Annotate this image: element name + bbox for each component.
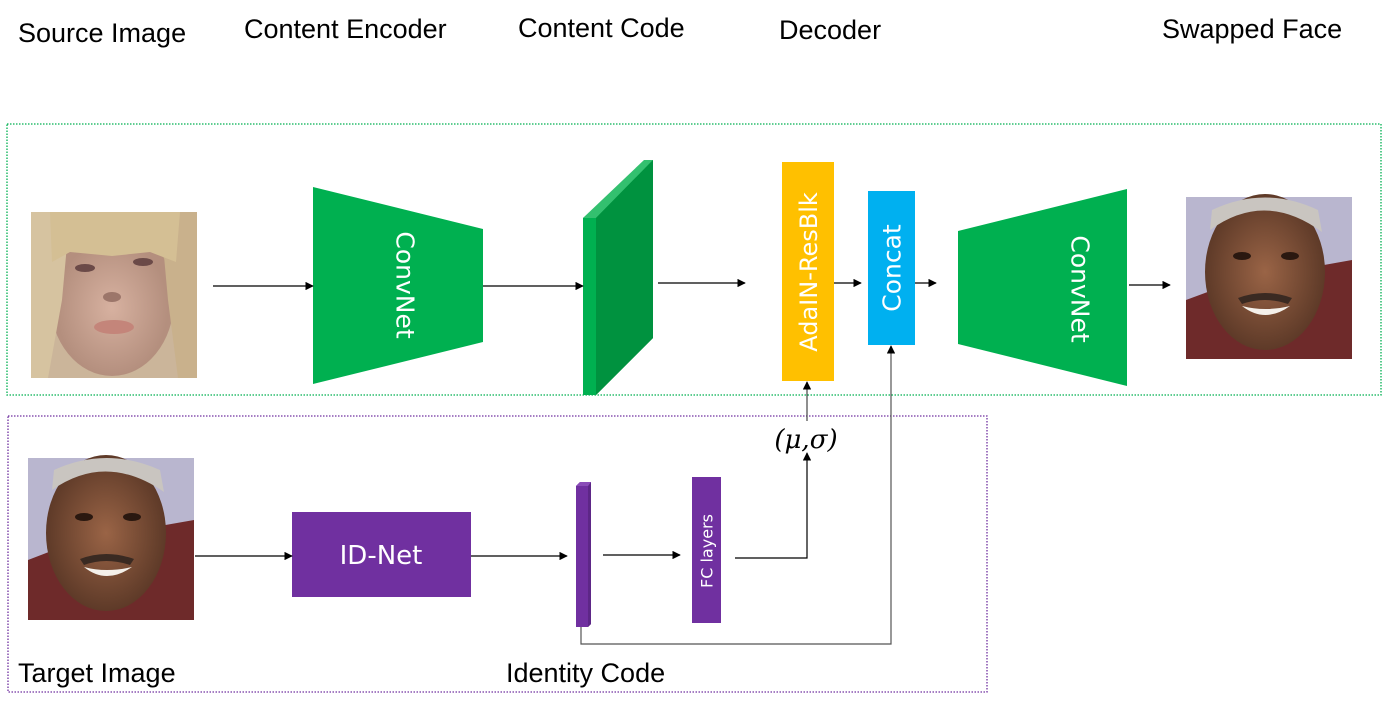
fc-layers-block: [692, 477, 721, 623]
identity-branch-border: [7, 415, 988, 693]
swapped-face-image: [1186, 194, 1352, 359]
concat-block: [868, 191, 915, 345]
decoder-label: ConvNet: [1066, 235, 1095, 342]
adain-resblk-label: AdaIN-ResBlk: [795, 192, 823, 352]
label-source-image: Source Image: [18, 18, 187, 48]
identity-code-block: [576, 482, 591, 627]
content-encoder-block: [313, 187, 483, 384]
label-content-code: Content Code: [518, 13, 685, 43]
content-branch-border: [6, 123, 1382, 396]
decoder-block: [958, 189, 1127, 386]
content-encoder-label: ConvNet: [391, 231, 420, 338]
arrow-code-to-concat: [580, 345, 896, 645]
label-identity-code: Identity Code: [506, 658, 666, 688]
params-mu-sigma-label: (μ,σ): [774, 425, 837, 455]
label-content-encoder: Content Encoder: [244, 14, 447, 44]
adain-resblk-block: [782, 162, 834, 381]
id-net-block: [292, 512, 471, 597]
label-decoder: Decoder: [779, 15, 882, 45]
arrow-fc-to-params: [735, 452, 812, 559]
label-target-image: Target Image: [18, 658, 176, 688]
source-image: [31, 212, 197, 378]
target-image: [28, 455, 194, 620]
fc-layers-label: FC layers: [698, 514, 717, 588]
label-swapped-face: Swapped Face: [1162, 14, 1343, 44]
id-net-label: ID-Net: [340, 541, 423, 571]
concat-label: Concat: [878, 224, 907, 312]
content-code-block: [583, 160, 653, 395]
